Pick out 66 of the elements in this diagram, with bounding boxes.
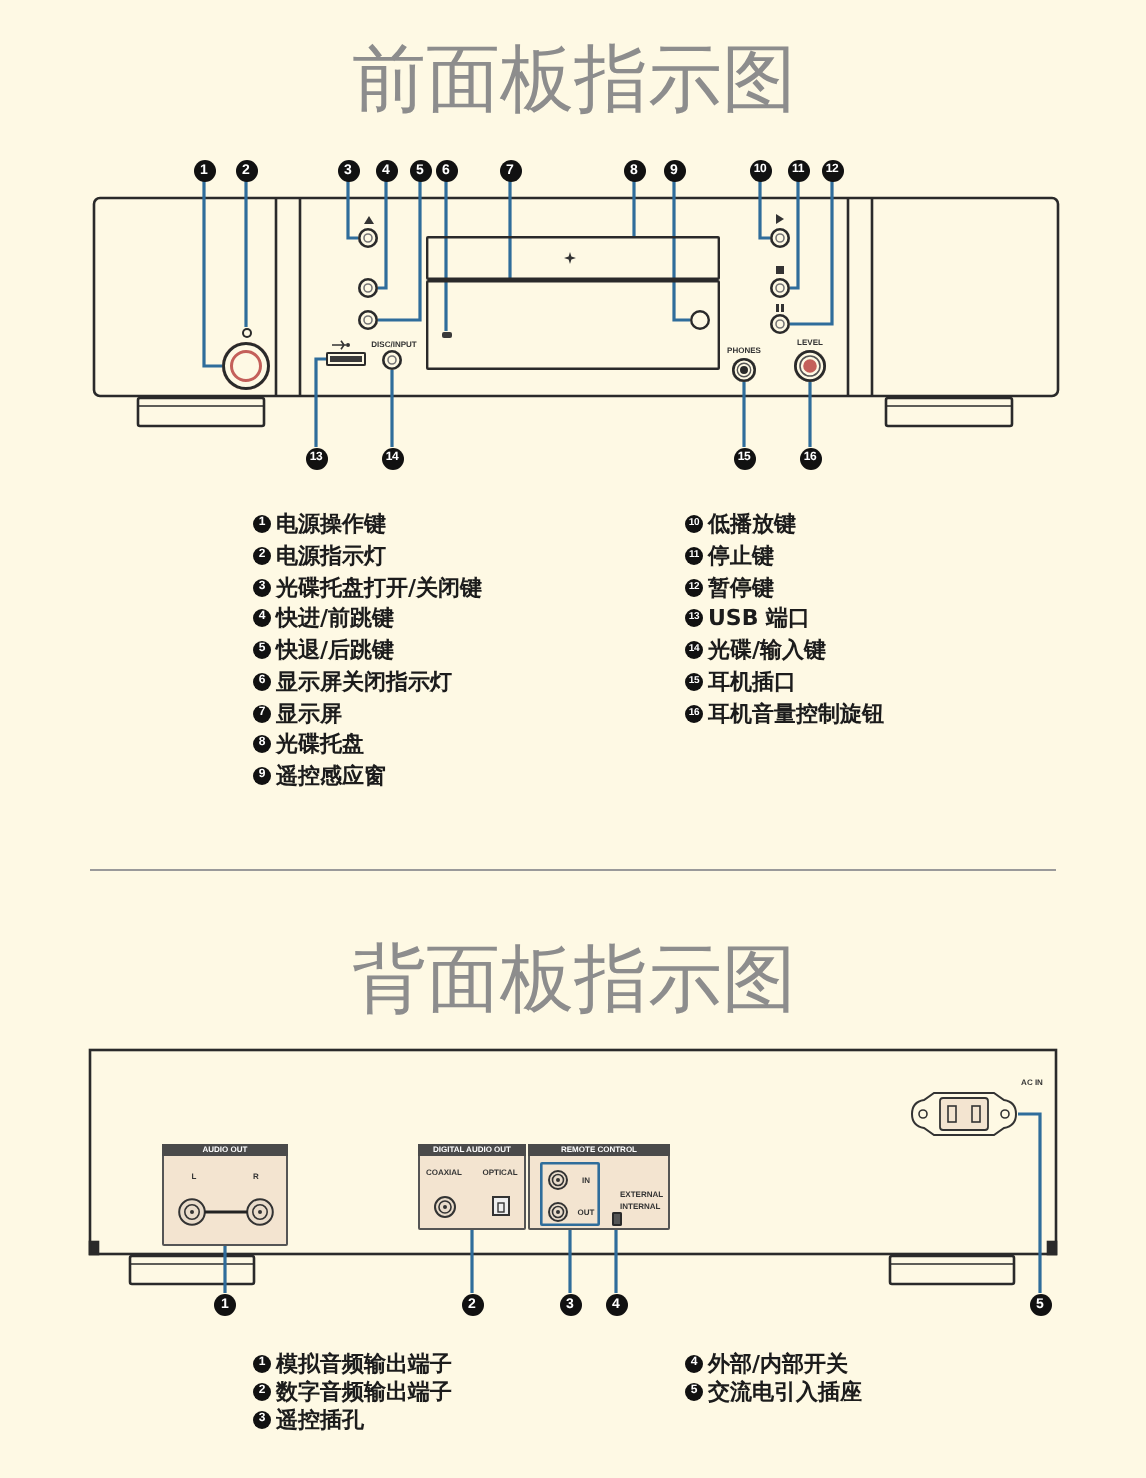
part-name: 光碟托盘打开/关闭键	[276, 572, 483, 602]
leader-line	[568, 1226, 572, 1293]
leader-line	[808, 382, 812, 447]
power-inlet	[910, 1090, 1018, 1138]
connector-panel	[162, 1144, 288, 1246]
heading: 背面板指示图	[352, 934, 796, 1026]
leader-line	[614, 1225, 618, 1293]
round-button	[770, 278, 790, 298]
round-button	[770, 314, 790, 334]
round-button	[358, 228, 378, 248]
part-name: USB 端口	[708, 603, 811, 634]
part-name: 电源指示灯	[276, 540, 386, 571]
part-name: 暂停键	[708, 572, 774, 602]
leader-line	[790, 181, 834, 326]
leader-line	[508, 181, 512, 280]
part-name: 快退/后跳键	[276, 635, 395, 665]
connector-panel	[418, 1144, 526, 1230]
part-name: 遥控插孔	[276, 1405, 364, 1435]
leader-line	[223, 1246, 227, 1293]
leader-line	[314, 357, 326, 447]
leader-line	[390, 370, 394, 447]
headphone-jack	[732, 358, 756, 382]
part-name: 显示屏关闭指示灯	[276, 666, 452, 697]
part-name: 快进/前跳键	[276, 603, 395, 634]
indicator-light	[241, 327, 251, 337]
round-button	[382, 350, 402, 370]
connector-panel	[528, 1144, 670, 1230]
part-name: 交流电引入插座	[708, 1377, 862, 1407]
slide-switch	[611, 1211, 621, 1225]
leader-line	[378, 181, 388, 290]
leader-line	[742, 382, 746, 447]
heading: 前面板指示图	[352, 34, 796, 126]
part-name: 光碟托盘	[276, 729, 364, 760]
leader-line	[444, 181, 448, 331]
jack-frame	[540, 1162, 600, 1226]
part-name: 电源操作键	[276, 509, 386, 539]
part-name: 外部/内部开关	[708, 1349, 849, 1379]
round-button	[358, 310, 378, 330]
disc-tray	[426, 236, 720, 280]
part-name: 低播放键	[708, 509, 796, 539]
leader-line	[202, 181, 222, 368]
part-name: 耳机音量控制旋钮	[708, 698, 884, 728]
part-name: 数字音频输出端子	[276, 1377, 452, 1407]
sensor-window	[690, 310, 710, 330]
round-button	[770, 228, 790, 248]
part-name: 耳机插口	[708, 666, 796, 697]
leader-line	[1018, 1112, 1042, 1293]
leader-line	[790, 181, 800, 290]
indicator-light	[441, 331, 451, 337]
leader-line	[244, 181, 248, 327]
power-button	[222, 342, 270, 390]
leader-line	[758, 181, 770, 240]
part-name: 遥控感应窗	[276, 761, 386, 791]
part-name: 模拟音频输出端子	[276, 1349, 452, 1379]
leader-line	[470, 1230, 474, 1293]
leader-line	[632, 181, 636, 236]
part-name: 显示屏	[276, 698, 342, 728]
leader-line	[672, 181, 690, 322]
part-name: 停止键	[708, 540, 774, 571]
leader-line	[346, 181, 358, 240]
volume-knob	[794, 350, 826, 382]
usb-port	[326, 352, 366, 366]
round-button	[358, 278, 378, 298]
part-name: 光碟/输入键	[708, 635, 827, 665]
display-window	[426, 280, 720, 370]
leader-line	[378, 181, 422, 322]
